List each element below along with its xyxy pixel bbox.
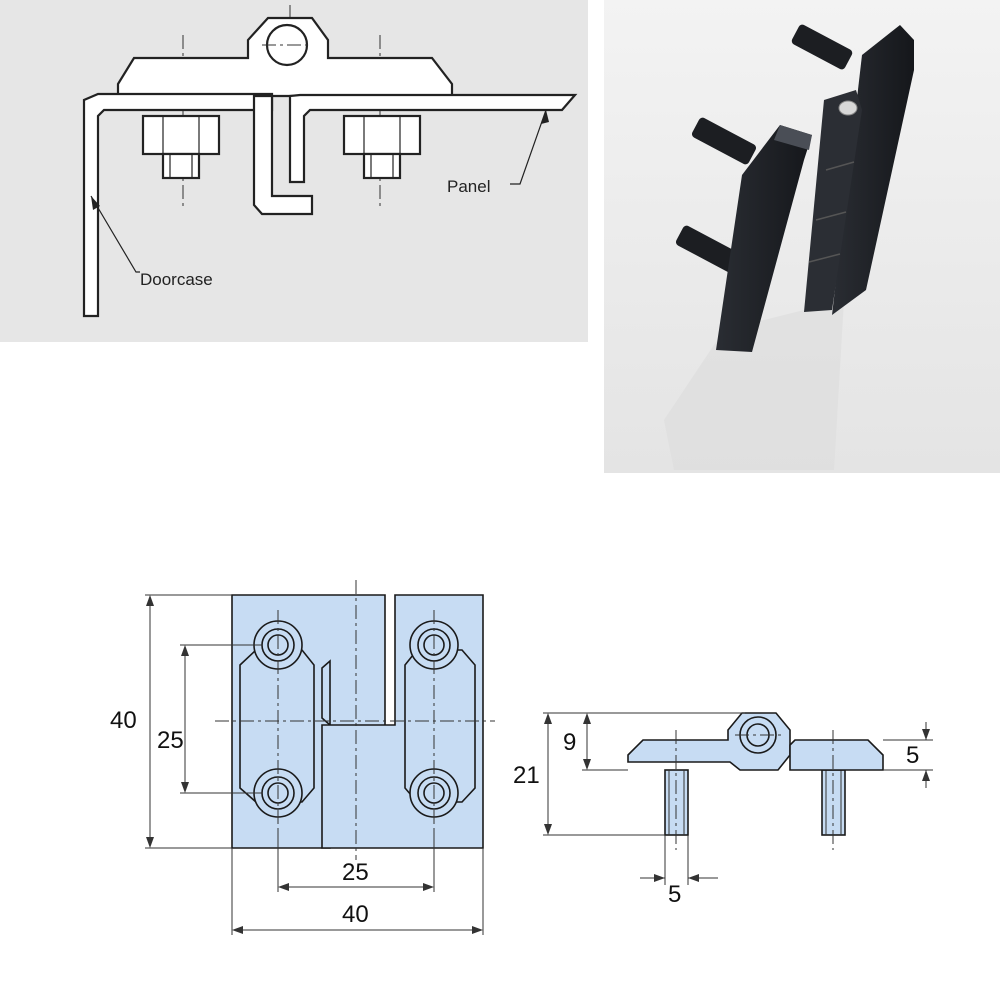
- side-stud-diameter-label: 5: [668, 881, 681, 908]
- dimension-drawing: 40 25 25 40: [0, 540, 1000, 994]
- right-nut-lower: [362, 152, 402, 180]
- hinge-knuckle: [804, 90, 862, 312]
- dim-arrow: [472, 926, 483, 934]
- panel-label: Panel: [447, 177, 490, 196]
- hinge-front-leaf: [716, 125, 812, 352]
- doorcase-label: Doorcase: [140, 270, 213, 289]
- hinge-photo-icon: [604, 0, 1000, 473]
- dim-arrow: [922, 770, 930, 781]
- stud-middle: [691, 117, 757, 165]
- side-total-height-label: 21: [513, 762, 540, 789]
- front-hole-vertical-label: 25: [157, 727, 184, 754]
- left-nut-lower: [161, 152, 201, 180]
- front-hole-horizontal-label: 25: [342, 859, 369, 886]
- front-leaf-bevel: [774, 125, 812, 150]
- dim-arrow: [232, 926, 243, 934]
- pin-head: [838, 100, 858, 116]
- dim-arrow: [544, 713, 552, 724]
- hinge-back-leaf: [832, 25, 914, 315]
- front-width-label: 40: [342, 901, 369, 928]
- dimension-drawing-svg: 40 25 25 40: [110, 580, 933, 935]
- side-leaf-thickness-label: 5: [906, 742, 919, 769]
- stud-top: [791, 24, 853, 70]
- photo-reflection: [664, 300, 844, 470]
- doorcase-arrow: [91, 196, 100, 210]
- stud-bottom: [675, 225, 741, 273]
- dim-arrow: [146, 837, 154, 848]
- doorcase-leader: [90, 195, 140, 273]
- dim-arrow: [181, 645, 189, 656]
- dim-arrow: [688, 874, 699, 882]
- installation-diagram-svg: Panel Doorcase: [82, 5, 578, 318]
- side-knuckle-label: 9: [563, 729, 576, 756]
- front-view: 40 25 25 40: [110, 580, 495, 935]
- right-nut-upper: [342, 114, 422, 156]
- dim-arrow: [181, 782, 189, 793]
- front-height-label: 40: [110, 707, 137, 734]
- side-right-leaf: [789, 739, 884, 771]
- panel-profile: [288, 93, 578, 184]
- dim-arrow: [583, 759, 591, 770]
- dim-arrow: [423, 883, 434, 891]
- dim-arrow: [146, 595, 154, 606]
- side-view: 21 9 5 5: [513, 712, 933, 908]
- left-nut-upper: [141, 114, 221, 156]
- knuckle-segment-line: [808, 253, 841, 263]
- dim-arrow: [654, 874, 665, 882]
- knuckle-segment-line: [825, 161, 855, 171]
- hinge-tongue: [252, 94, 314, 216]
- dim-arrow: [278, 883, 289, 891]
- panel-arrow: [541, 110, 549, 124]
- product-photo: [604, 0, 1000, 473]
- dim-arrow: [922, 729, 930, 740]
- knuckle-segment-line: [815, 211, 847, 221]
- dim-arrow: [583, 713, 591, 724]
- installation-diagram: Panel Doorcase: [0, 0, 588, 342]
- dim-arrow: [544, 824, 552, 835]
- panel-leader: [510, 109, 547, 185]
